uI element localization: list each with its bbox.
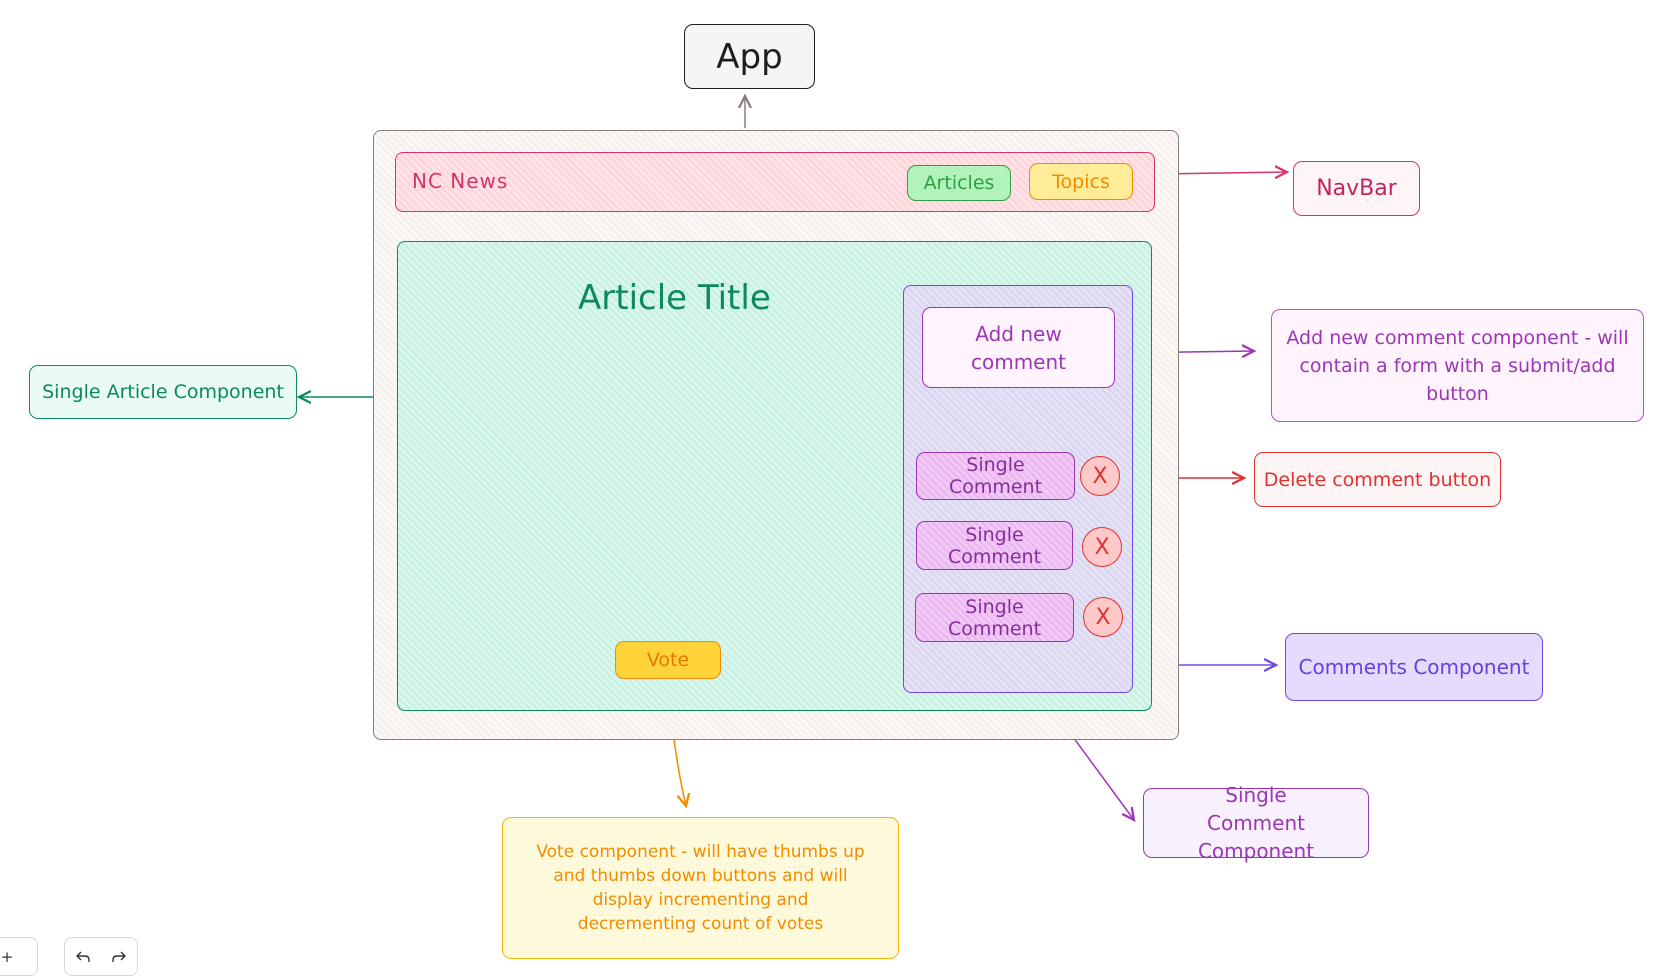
comments-annotation: Comments Component bbox=[1285, 633, 1543, 701]
article-title: Article Title bbox=[578, 278, 771, 318]
single-comment-1-label: Single Comment bbox=[948, 454, 1043, 498]
delete-button-3[interactable]: X bbox=[1083, 597, 1123, 637]
zoom-toolbar: + bbox=[0, 937, 38, 976]
articles-button-label: Articles bbox=[923, 172, 995, 194]
add-comment-annotation: Add new comment component - will contain… bbox=[1271, 309, 1644, 422]
vote-button[interactable]: Vote bbox=[615, 641, 721, 679]
article-annotation: Single Article Component bbox=[29, 365, 297, 419]
single-comment-3-label: Single Comment bbox=[947, 595, 1042, 640]
topics-button[interactable]: Topics bbox=[1029, 163, 1133, 200]
navbar-annotation-text: NavBar bbox=[1316, 176, 1397, 201]
zoom-in-button[interactable]: + bbox=[0, 947, 14, 966]
article-annotation-text: Single Article Component bbox=[42, 381, 284, 403]
app-label-text: App bbox=[716, 36, 783, 77]
add-comment-annotation-text: Add new comment component - will contain… bbox=[1286, 326, 1629, 405]
history-toolbar bbox=[64, 937, 138, 976]
delete-button-1[interactable]: X bbox=[1080, 456, 1120, 496]
undo-icon[interactable] bbox=[65, 938, 101, 975]
close-icon: X bbox=[1094, 534, 1110, 560]
comments-annotation-text: Comments Component bbox=[1298, 655, 1530, 679]
close-icon: X bbox=[1092, 463, 1108, 489]
navbar-brand: NC News bbox=[412, 169, 509, 193]
vote-annotation-text: Vote component - will have thumbs up and… bbox=[536, 842, 865, 934]
delete-annotation: Delete comment button bbox=[1254, 452, 1501, 507]
articles-button[interactable]: Articles bbox=[907, 165, 1011, 201]
add-comment-box[interactable]: Add new comment bbox=[922, 307, 1115, 388]
single-comment-3: Single Comment bbox=[915, 593, 1074, 642]
vote-annotation: Vote component - will have thumbs up and… bbox=[502, 817, 899, 959]
navbar-annotation: NavBar bbox=[1293, 161, 1420, 216]
app-label: App bbox=[684, 24, 815, 89]
single-comment-annotation-text: Single Comment Component bbox=[1197, 783, 1315, 863]
arrow-navbar bbox=[1157, 172, 1287, 174]
single-comment-annotation: Single Comment Component bbox=[1143, 783, 1369, 863]
add-comment-label: Add new comment bbox=[970, 321, 1067, 374]
delete-annotation-text: Delete comment button bbox=[1263, 468, 1492, 491]
vote-button-label: Vote bbox=[646, 649, 690, 671]
single-comment-1: Single Comment bbox=[916, 452, 1075, 500]
single-comment-2: Single Comment bbox=[916, 521, 1073, 570]
redo-icon[interactable] bbox=[101, 938, 137, 975]
close-icon: X bbox=[1095, 604, 1111, 630]
delete-button-2[interactable]: X bbox=[1082, 527, 1122, 567]
single-comment-2-label: Single Comment bbox=[947, 523, 1042, 568]
topics-button-label: Topics bbox=[1052, 170, 1110, 193]
navbar bbox=[395, 152, 1155, 212]
